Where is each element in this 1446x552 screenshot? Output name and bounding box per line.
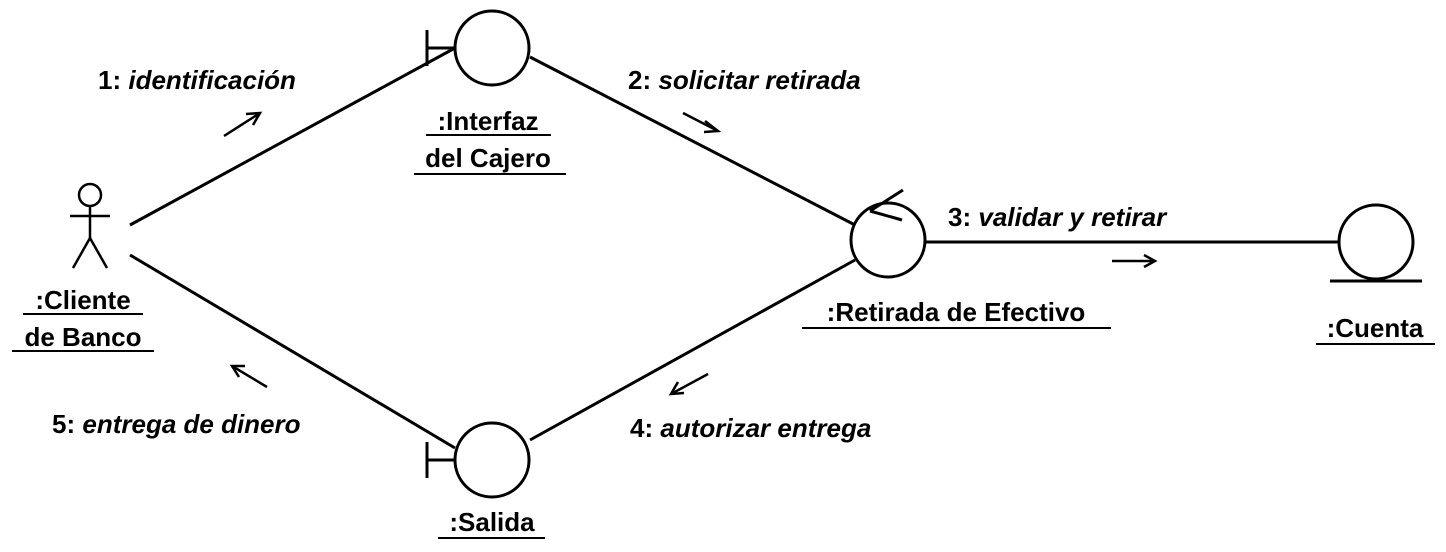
object-name: :Salida: [449, 507, 535, 537]
boundary-icon-interface: [425, 9, 531, 87]
arrow-icon-msg5: [229, 364, 268, 389]
object-name: :Retirada de Efectivo: [827, 297, 1086, 327]
object-label-output: :Salida: [438, 507, 545, 539]
object-label-withdrawal: :Retirada de Efectivo: [802, 297, 1111, 329]
message-label-2: 2: solicitar retirada: [628, 65, 861, 95]
message-label-3: 3: validar y retirar: [948, 202, 1168, 232]
object-label-account: :Cuenta: [1316, 313, 1435, 345]
link-client-output: [129, 253, 456, 450]
actor-icon: [70, 182, 110, 269]
control-icon-withdrawal: [849, 188, 927, 279]
message-label-5: 5: entrega de dinero: [52, 409, 301, 439]
entity-icon-account: [1330, 203, 1422, 283]
message-label-4: 4: autorizar entrega: [630, 413, 871, 443]
arrow-icon-msg4: [668, 372, 709, 396]
link-interface-withdrawal: [529, 55, 856, 227]
arrow-icon-msg3: [1112, 253, 1158, 269]
link-client-interface: [129, 46, 456, 227]
arrow-icon-msg1: [223, 111, 263, 138]
object-name: del Cajero: [425, 143, 551, 173]
message-label-1: 1: identificación: [98, 65, 296, 95]
object-name: de Banco: [24, 322, 141, 352]
object-name: :Cuenta: [1327, 313, 1424, 343]
object-label-client: :Cliente de Banco: [12, 285, 154, 352]
object-name: :Interfaz: [437, 106, 538, 136]
object-label-interface: :Interfaz del Cajero: [414, 106, 566, 175]
boundary-icon-output: [425, 421, 531, 499]
link-withdrawal-output: [529, 258, 856, 442]
object-name: :Cliente: [35, 285, 130, 315]
arrow-icon-msg2: [682, 111, 722, 134]
